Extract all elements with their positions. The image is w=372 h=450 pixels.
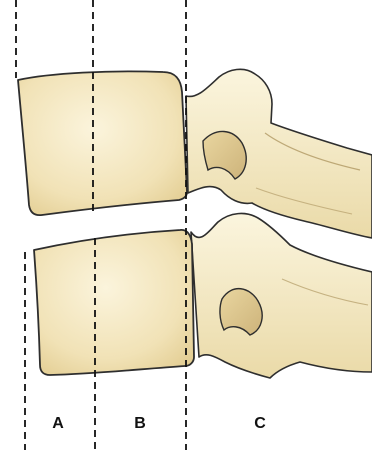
region-label-a: A [52, 415, 64, 432]
lower-vertebral-body [34, 230, 194, 375]
lower-posterior-elements [191, 213, 372, 378]
region-label-b: B [134, 415, 146, 432]
upper-vertebral-body [18, 71, 187, 215]
region-label-c: C [254, 415, 266, 432]
lower-vertebra [34, 213, 372, 378]
column-dividers [16, 0, 186, 450]
upper-vertebra [18, 69, 372, 238]
